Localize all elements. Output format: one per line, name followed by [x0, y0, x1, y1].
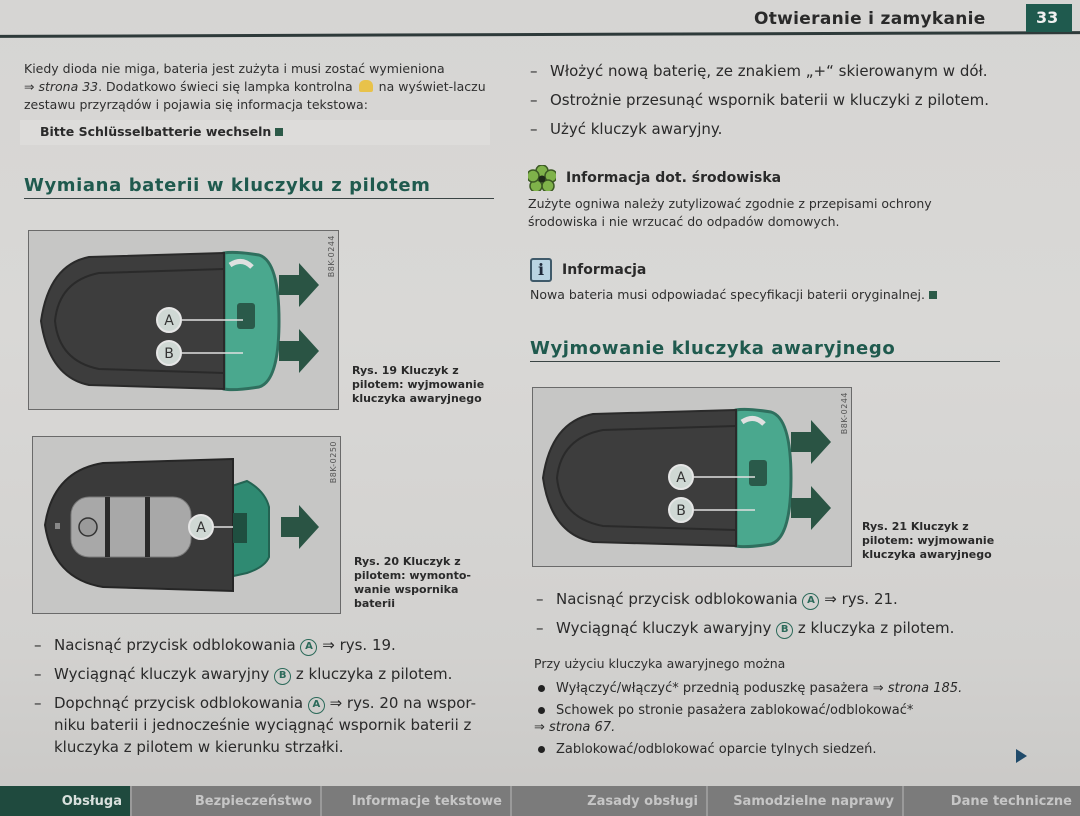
tab-bezpieczenstwo[interactable]: Bezpieczeństwo: [132, 786, 322, 816]
label-a-icon: A: [307, 697, 325, 714]
end-mark-icon: [275, 128, 284, 136]
bullet-item: Zablokować/odblokować oparcie tylnych si…: [534, 741, 1004, 758]
page-number: 33: [1026, 4, 1072, 32]
info-icon: i: [530, 258, 552, 282]
usage-intro: Przy użyciu kluczyka awaryjnego można: [534, 656, 786, 671]
figure-20-caption: Rys. 20 Kluczyk z pilotem: wymonto-wanie…: [354, 555, 471, 610]
chapter-nav-bar: Obsługa Bezpieczeństwo Informacje teksto…: [0, 786, 1080, 816]
section-title-emergency-key: Wyjmowanie kluczyka awaryjnego: [530, 338, 1000, 362]
svg-text:B: B: [164, 346, 174, 362]
figure-19-caption: Rys. 19 Kluczyk z pilotem: wyjmowanie kl…: [352, 364, 485, 405]
left-column: Kiedy dioda nie miga, bateria jest zużyt…: [20, 60, 494, 199]
usage-bullets: Wyłączyć/włączyć* przednią poduszkę pasa…: [534, 680, 1004, 763]
environment-note-title: Informacja dot. środowiska: [566, 170, 782, 186]
section-title-battery-replacement: Wymiana baterii w kluczyku z pilotem: [24, 175, 494, 199]
end-mark-icon: [929, 291, 938, 299]
key-battery-warning-icon: [358, 80, 373, 92]
tab-informacje-tekstowe[interactable]: Informacje tekstowe: [322, 786, 512, 816]
tab-zasady-obslugi[interactable]: Zasady obsługi: [512, 786, 708, 816]
tab-obsluga[interactable]: Obsługa: [0, 786, 132, 816]
step-item: –Dopchnąć przycisk odblokowania A ⇒ rys.…: [34, 694, 477, 756]
step-item: –Nacisnąć przycisk odblokowania A ⇒ rys.…: [536, 590, 898, 610]
figure-21-caption: Rys. 21 Kluczyk z pilotem: wyjmowanie kl…: [862, 520, 995, 561]
svg-text:A: A: [164, 313, 174, 329]
remote-key-illustration: A B: [39, 250, 319, 392]
step-item: –Użyć kluczyk awaryjny.: [530, 120, 723, 138]
svg-text:A: A: [676, 470, 686, 486]
page-ref-link[interactable]: ⇒ strona 67.: [534, 720, 616, 735]
emergency-key-steps: –Nacisnąć przycisk odblokowania A ⇒ rys.…: [534, 588, 1004, 646]
environment-note: Informacja dot. środowiska Zużyte ogniwa…: [528, 165, 988, 231]
figure-20: B8K-0250 A: [32, 436, 341, 614]
svg-text:A: A: [196, 520, 206, 536]
info-note: i Informacja Nowa bateria musi odpowiada…: [530, 258, 990, 304]
smart-key-illustration: A: [43, 457, 319, 593]
figure-19: B8K-0244 A B: [28, 230, 339, 410]
continue-arrow-icon[interactable]: [1016, 749, 1027, 763]
tab-samodzielne-naprawy[interactable]: Samodzielne naprawy: [708, 786, 904, 816]
info-note-body: Nowa bateria musi odpowiadać specyfikacj…: [530, 286, 990, 304]
tab-dane-techniczne[interactable]: Dane techniczne: [904, 786, 1080, 816]
step-item: –Nacisnąć przycisk odblokowania A ⇒ rys.…: [34, 636, 396, 656]
intro-paragraph: Kiedy dioda nie miga, bateria jest zużyt…: [24, 61, 486, 112]
label-b-icon: B: [776, 622, 794, 639]
label-b-icon: B: [274, 668, 292, 685]
display-message: Bitte Schlüsselbatterie wechseln: [20, 120, 490, 145]
label-a-icon: A: [802, 593, 820, 610]
figure-21: B8K-0244 A B: [532, 387, 852, 567]
step-item: –Włożyć nową baterię, ze znakiem „+“ ski…: [530, 62, 988, 80]
remote-key-illustration: A B: [541, 407, 831, 549]
bullet-item: Schowek po stronie pasażera zablokować/o…: [534, 702, 1004, 736]
label-a-icon: A: [300, 639, 318, 656]
right-steps-list: –Włożyć nową baterię, ze znakiem „+“ ski…: [528, 60, 1008, 147]
bullet-item: Wyłączyć/włączyć* przednią poduszkę pasa…: [534, 680, 1004, 697]
step-item: –Wyciągnąć kluczyk awaryjny B z kluczyka…: [536, 619, 955, 639]
chapter-title: Otwieranie i zamykanie: [754, 9, 986, 29]
flower-environment-icon: [528, 165, 556, 191]
header-rule: [0, 31, 1080, 38]
page-ref-link[interactable]: ⇒ strona 33: [24, 79, 99, 94]
left-steps-list: –Nacisnąć przycisk odblokowania A ⇒ rys.…: [32, 634, 492, 765]
step-item: –Wyciągnąć kluczyk awaryjny B z kluczyka…: [34, 665, 453, 685]
page-ref-link[interactable]: ⇒ strona 185.: [872, 681, 963, 696]
step-item: –Ostrożnie przesunąć wspornik baterii w …: [530, 91, 989, 109]
environment-note-body: Zużyte ogniwa należy zutylizować zgodnie…: [528, 196, 932, 229]
svg-text:B: B: [676, 503, 686, 519]
info-note-title: Informacja: [562, 262, 647, 278]
